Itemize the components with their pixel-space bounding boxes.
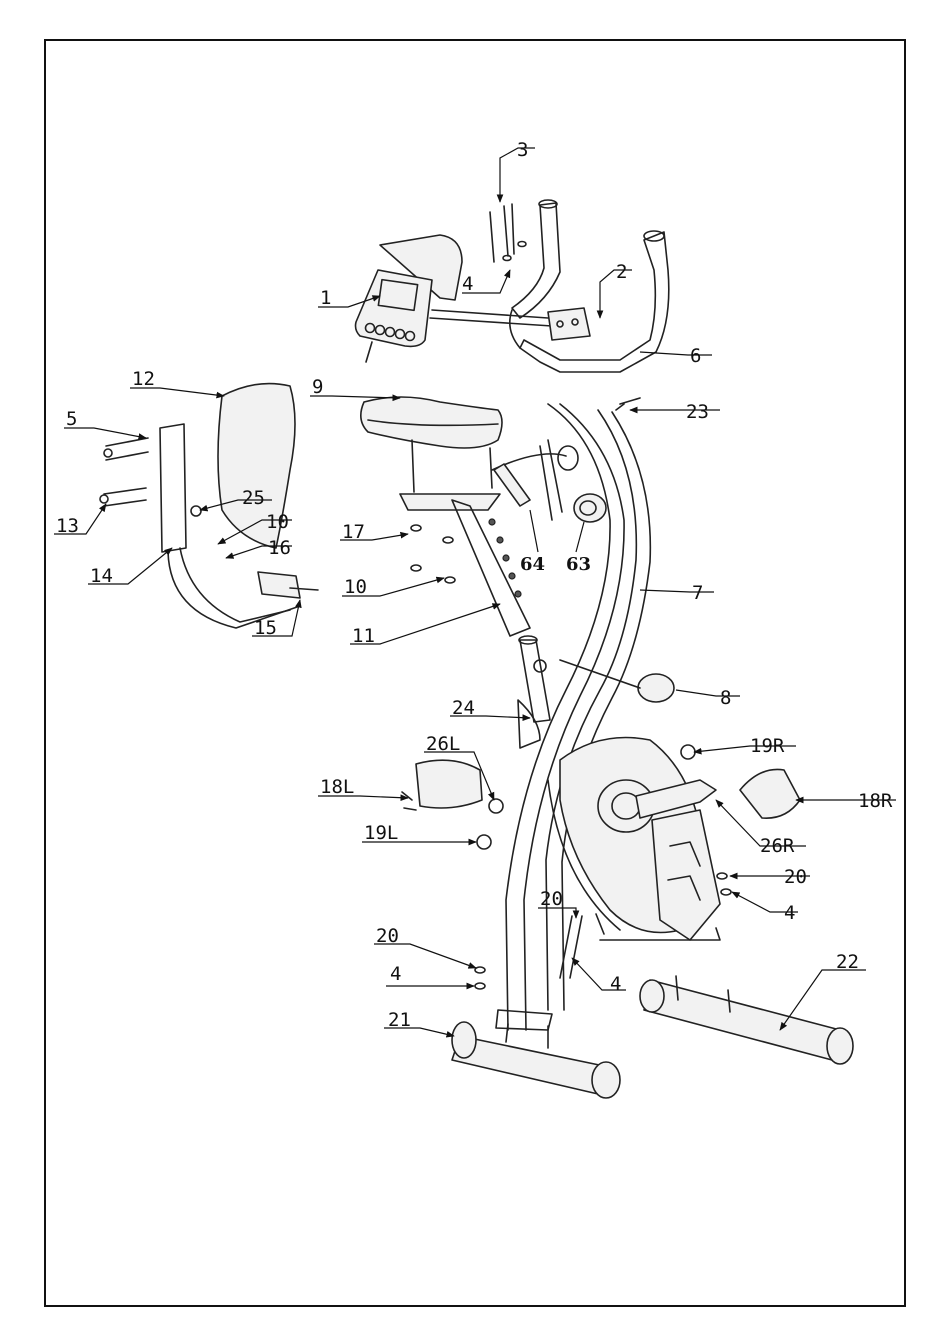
label-1: 1: [320, 287, 331, 309]
label-19L: 19L: [364, 822, 398, 844]
label-7: 7: [692, 582, 703, 604]
label-2: 2: [616, 261, 627, 283]
label-11: 11: [352, 625, 375, 647]
label-15: 15: [254, 617, 277, 639]
label-18L: 18L: [320, 776, 354, 798]
seat-part: [361, 397, 530, 636]
label-13: 13: [56, 515, 79, 537]
page-border: [45, 40, 905, 1306]
label-20-left: 20: [376, 925, 399, 947]
label-6: 6: [690, 345, 701, 367]
label-26R: 26R: [760, 835, 795, 857]
label-10-backrest: 10: [266, 511, 289, 533]
label-3: 3: [517, 139, 528, 161]
label-10-seat: 10: [344, 576, 367, 598]
label-17: 17: [342, 521, 365, 543]
label-22: 22: [836, 951, 859, 973]
label-18R: 18R: [858, 790, 893, 812]
label-5: 5: [66, 408, 77, 430]
label-4-console: 4: [462, 273, 473, 295]
label-20-center: 20: [540, 888, 563, 910]
label-14: 14: [90, 565, 113, 587]
label-19R: 19R: [750, 735, 785, 757]
label-16: 16: [268, 537, 291, 559]
label-4-center: 4: [610, 973, 621, 995]
knob-part: [560, 660, 674, 702]
label-8: 8: [720, 687, 731, 709]
tension-assembly-part: [492, 440, 606, 522]
label-9: 9: [312, 376, 323, 398]
front-stabilizer-part: [452, 1010, 620, 1098]
label-4-left: 4: [390, 963, 401, 985]
label-64: 64: [520, 554, 545, 575]
label-25: 25: [242, 487, 265, 509]
label-12: 12: [132, 368, 155, 390]
label-26L: 26L: [426, 733, 460, 755]
label-21: 21: [388, 1009, 411, 1031]
label-20-right: 20: [784, 866, 807, 888]
label-24: 24: [452, 697, 475, 719]
label-4-right: 4: [784, 902, 795, 924]
label-23: 23: [686, 401, 709, 423]
rear-stabilizer-part: [640, 976, 853, 1064]
label-63: 63: [566, 554, 591, 575]
handlebar-part: [490, 200, 669, 372]
flywheel-part: [402, 738, 800, 941]
backrest-part: [100, 384, 318, 628]
